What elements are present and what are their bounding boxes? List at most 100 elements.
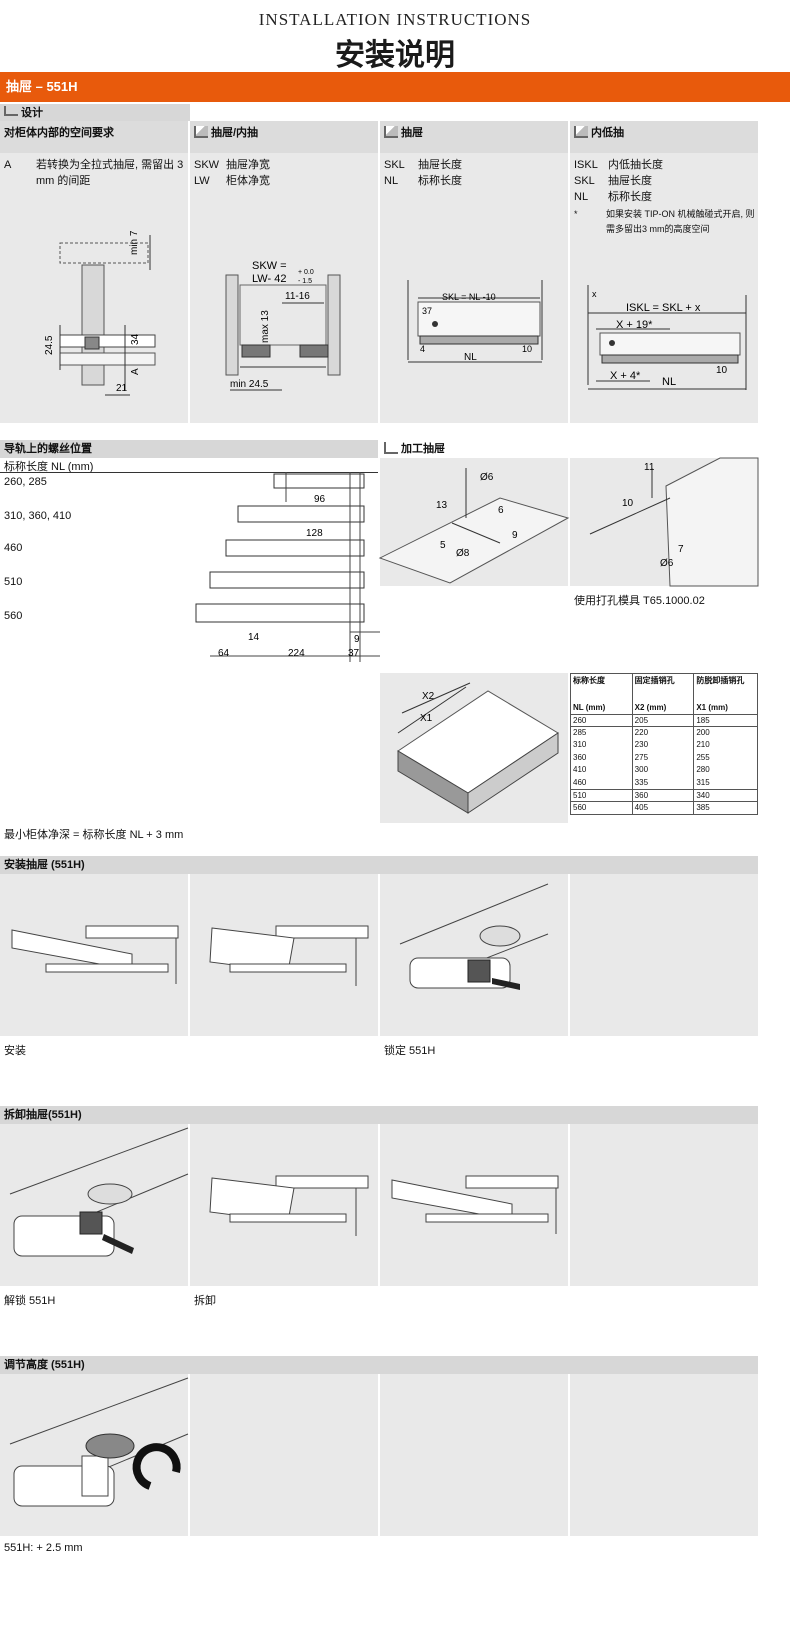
dim-245: 24.5	[44, 335, 55, 355]
col1-key: A	[4, 159, 12, 171]
drawer-box-drawing: X1 X2	[397, 682, 559, 814]
install-panel-4	[570, 874, 758, 1036]
design-panel-2	[190, 121, 378, 423]
col2-key-skw: SKW	[194, 159, 220, 171]
cell: 410	[570, 764, 633, 777]
dim-4: 4	[420, 344, 425, 354]
cell: 510	[570, 788, 633, 802]
col3-header: 抽屉	[380, 121, 568, 153]
min-depth-note: 最小柜体净深 = 标称长度 NL + 3 mm	[4, 829, 184, 841]
drawer-icon	[194, 126, 208, 138]
screws-rule	[0, 472, 378, 473]
screw-row-3: 460	[4, 542, 23, 554]
screws-subtitle: 标称长度 NL (mm)	[4, 461, 94, 473]
remove-cap-1: 解锁 551H	[4, 1295, 56, 1307]
dim-lw: LW- 42	[252, 273, 286, 285]
dim-a: A	[130, 368, 141, 375]
install-step2-drawing	[209, 925, 369, 986]
remove-unlock-drawing	[9, 1127, 189, 1257]
design-icon	[4, 106, 18, 116]
remove-panel-4	[570, 1124, 758, 1286]
drawer-length-drawing: 37 SKL = NL -10 4 10 NL	[407, 280, 543, 363]
cell: 335	[631, 776, 695, 789]
dim-224: 224	[288, 648, 305, 659]
cell: 205	[631, 714, 695, 727]
col4-title: 内低抽	[591, 127, 624, 139]
screw-row-2: 310, 360, 410	[4, 510, 72, 522]
processing-bar: 加工抽屉	[380, 440, 758, 458]
dim-9b: 9	[512, 530, 518, 541]
tool-caption: 使用打孔模具 T65.1000.02	[574, 595, 705, 607]
screws-title: 导轨上的螺丝位置	[4, 443, 92, 455]
dim-9: 9	[354, 634, 360, 645]
install-cap-3: 锁定 551H	[384, 1045, 436, 1057]
col2-val-lw: 柜体净宽	[226, 175, 270, 187]
dim-x: x	[592, 289, 597, 299]
col2-key-lw: LW	[194, 175, 210, 187]
screw-row-4: 510	[4, 576, 23, 588]
dim-x4: X + 4*	[610, 370, 641, 382]
cell: 260	[570, 714, 633, 727]
dim-10: 10	[522, 344, 532, 354]
col2-title: 抽屉/内抽	[211, 127, 259, 139]
install-bar: 安装抽屉 (551H)	[0, 856, 758, 874]
screw-row-5: 560	[4, 610, 23, 622]
col1-text: 若转换为全拉式抽屉, 需留出 3 mm 的间距	[36, 159, 184, 187]
cell: 185	[693, 714, 758, 727]
title-chinese: 安装说明	[335, 38, 455, 73]
cell: 405	[631, 801, 695, 815]
cell: 280	[693, 764, 758, 777]
th-nl: 标称长度	[570, 673, 633, 702]
dim-37: 37	[422, 306, 432, 316]
col2-header: 抽屉/内抽	[190, 121, 378, 153]
dim-iskl: ISKL = SKL + x	[626, 302, 701, 314]
col3-title: 抽屉	[401, 127, 423, 139]
nominal-length-table: 标称长度 固定插销孔 防脱卸插销孔 NL (mm) X2 (mm) X1 (mm…	[570, 673, 758, 815]
cell: 285	[570, 726, 633, 739]
dim-96: 96	[314, 494, 326, 505]
cell: 220	[631, 726, 695, 739]
design-label: 设计	[21, 107, 43, 119]
dim-min7: min 7	[129, 230, 140, 255]
cell: 460	[570, 776, 633, 789]
dim-d6c: Ø6	[660, 558, 674, 569]
drawer-icon	[384, 126, 398, 138]
drawer-icon	[574, 126, 588, 138]
screws-bar: 导轨上的螺丝位置	[0, 440, 378, 458]
adjust-cap-1: 551H: + 2.5 mm	[4, 1542, 83, 1554]
cell: 230	[631, 739, 695, 752]
cell: 300	[631, 764, 695, 777]
dim-d8: Ø8	[456, 548, 470, 559]
col3-key-skl: SKL	[384, 159, 405, 171]
dim-d6: Ø6	[480, 472, 494, 483]
cell: 560	[570, 801, 633, 815]
th-x1: 防脱卸插销孔	[693, 673, 758, 702]
dim-x2: X2	[422, 691, 435, 702]
design-panel-4	[570, 121, 758, 423]
cell: 360	[570, 751, 633, 764]
processing-title: 加工抽屉	[401, 443, 445, 455]
sub-nl: NL (mm)	[570, 701, 633, 715]
dim-13: 13	[436, 500, 448, 511]
drill-side-drawing: 11 10 7 Ø6	[589, 457, 759, 587]
cell: 200	[693, 726, 758, 739]
col4-val-iskl: 内低抽长度	[608, 159, 663, 171]
dim-7: 7	[678, 544, 684, 555]
dim-tol-minus: - 1.5	[298, 278, 312, 285]
cell: 275	[631, 751, 695, 764]
dim-tol-plus: + 0.0	[298, 269, 314, 276]
col4-note: 如果安装 TIP-ON 机械触碰式开启, 则需多留出3 mm的高度空间	[606, 209, 755, 234]
cell: 340	[693, 788, 758, 802]
remove-step2-drawing	[209, 1175, 369, 1236]
dim-max13: max 13	[260, 310, 271, 343]
col3-val-skl: 抽屉长度	[418, 159, 462, 171]
col3-val-nl: 标称长度	[418, 175, 462, 187]
adjust-height-drawing	[9, 1377, 189, 1507]
